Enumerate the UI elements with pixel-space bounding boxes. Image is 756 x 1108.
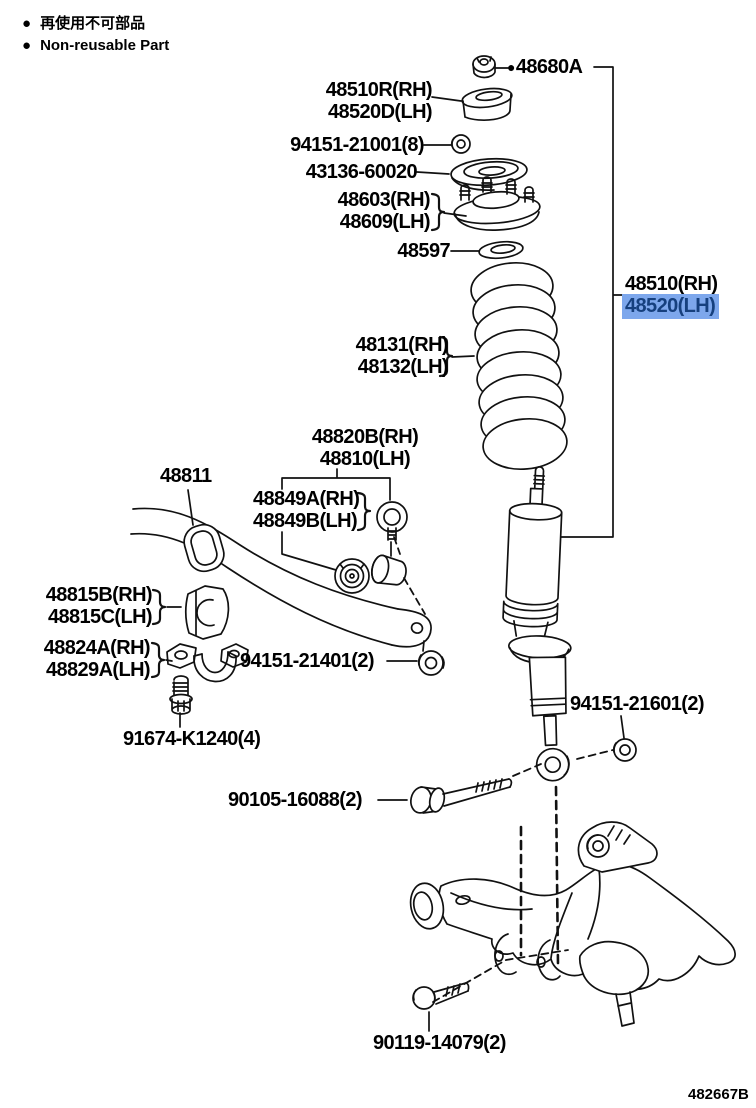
coil-spring-drawing — [470, 261, 568, 471]
strut-upper-hardware-drawing — [450, 55, 541, 260]
support-studs — [459, 176, 535, 203]
diagram-code: 482667B — [688, 1086, 749, 1103]
legend-non-reusable-en: ● Non-reusable Part — [22, 36, 169, 56]
leader-lines — [150, 66, 625, 1032]
part-label-48815b-48815c[interactable]: 48815B(RH) 48815C(LH) — [45, 584, 153, 628]
part-label-48597[interactable]: 48597 — [397, 240, 450, 262]
part-label-48824a-48829a[interactable]: 48824A(RH) 48829A(LH) — [43, 637, 151, 681]
part-label-94151-21001[interactable]: 94151-21001(8) — [290, 134, 425, 156]
stabilizer-link-drawing — [334, 501, 408, 594]
legend-jp-text: 再使用不可部品 — [40, 15, 146, 32]
legend-non-reusable-jp: ● 再使用不可部品 — [22, 14, 145, 34]
part-label-48510-48520-selected[interactable]: 48510(RH) 48520(LH) — [622, 273, 720, 319]
non-reusable-dot-icon: ● — [22, 37, 32, 54]
non-reusable-dot-icon: ● — [22, 15, 32, 32]
part-label-48510r-48520d[interactable]: 48510R(RH) 48520D(LH) — [325, 79, 433, 123]
alignment-dashed-lines — [393, 536, 614, 1003]
part-label-48131-48132[interactable]: 48131(RH) 48132(LH) — [355, 334, 449, 378]
part-label-90105-16088[interactable]: 90105-16088(2) — [228, 789, 363, 811]
legend-en-text: Non-reusable Part — [40, 37, 170, 54]
part-label-48811[interactable]: 48811 — [160, 465, 212, 487]
fasteners-drawing — [410, 640, 637, 1010]
part-label-48603-48609[interactable]: 48603(RH) 48609(LH) — [337, 189, 431, 233]
part-label-91674-k1240[interactable]: 91674-K1240(4) — [123, 728, 261, 750]
part-label-43136-60020[interactable]: 43136-60020 — [305, 161, 418, 183]
part-label-48820b-48810[interactable]: 48820B(RH) 48810(LH) — [311, 426, 419, 470]
part-label-90119-14079[interactable]: 90119-14079(2) — [373, 1032, 506, 1054]
clamp-and-bracket-drawing — [166, 585, 249, 715]
lower-arm-drawing — [409, 821, 736, 1027]
selected-part-highlight[interactable]: 48520(LH) — [622, 294, 720, 319]
part-label-94151-21601[interactable]: 94151-21601(2) — [570, 693, 705, 715]
part-label-48680a[interactable]: ●48680A — [507, 56, 583, 78]
part-label-48849a-48849b[interactable]: 48849A(RH) 48849B(LH) — [253, 488, 360, 532]
stabilizer-bar-drawing — [130, 507, 432, 648]
non-reusable-dot-icon: ● — [507, 59, 515, 75]
part-label-94151-21401[interactable]: 94151-21401(2) — [240, 650, 375, 672]
shock-absorber-drawing — [502, 466, 572, 782]
label-braces — [150, 192, 454, 679]
